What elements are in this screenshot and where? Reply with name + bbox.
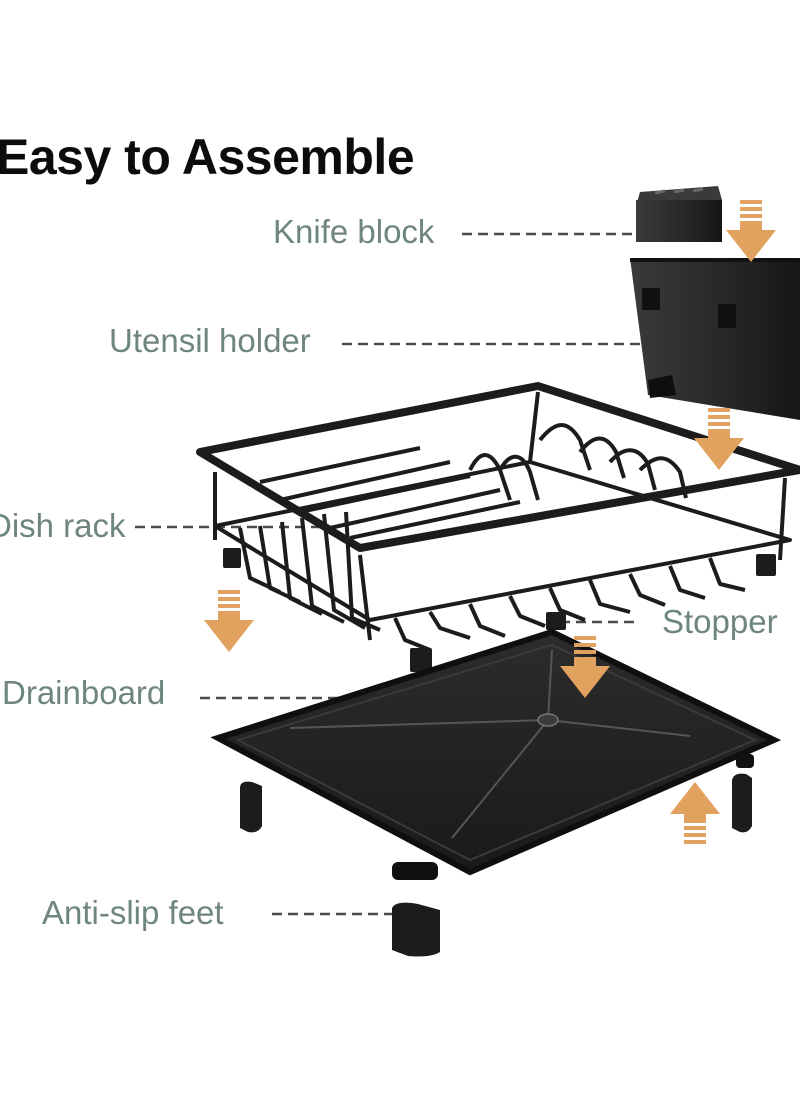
arrow-down-icon	[204, 590, 254, 652]
drainboard-part	[210, 628, 782, 880]
anti-slip-feet-part	[240, 773, 752, 957]
knife-block-label: Knife block	[273, 213, 435, 250]
dish-rack-part	[196, 382, 800, 672]
utensil-holder-label: Utensil holder	[109, 322, 311, 359]
leader-lines	[135, 232, 665, 916]
utensil-holder-part	[630, 258, 800, 420]
drainboard-label: Drainboard	[2, 674, 166, 711]
dish-rack-label: Dish rack	[0, 507, 126, 544]
knife-block-part	[636, 186, 722, 242]
arrow-down-icon	[726, 200, 776, 262]
stopper-label: Stopper	[662, 603, 778, 640]
anti-slip-feet-label: Anti-slip feet	[42, 894, 224, 931]
arrow-up-icon	[670, 782, 720, 844]
arrow-down-icon	[694, 408, 744, 470]
page-title: Easy to Assemble	[0, 129, 415, 185]
